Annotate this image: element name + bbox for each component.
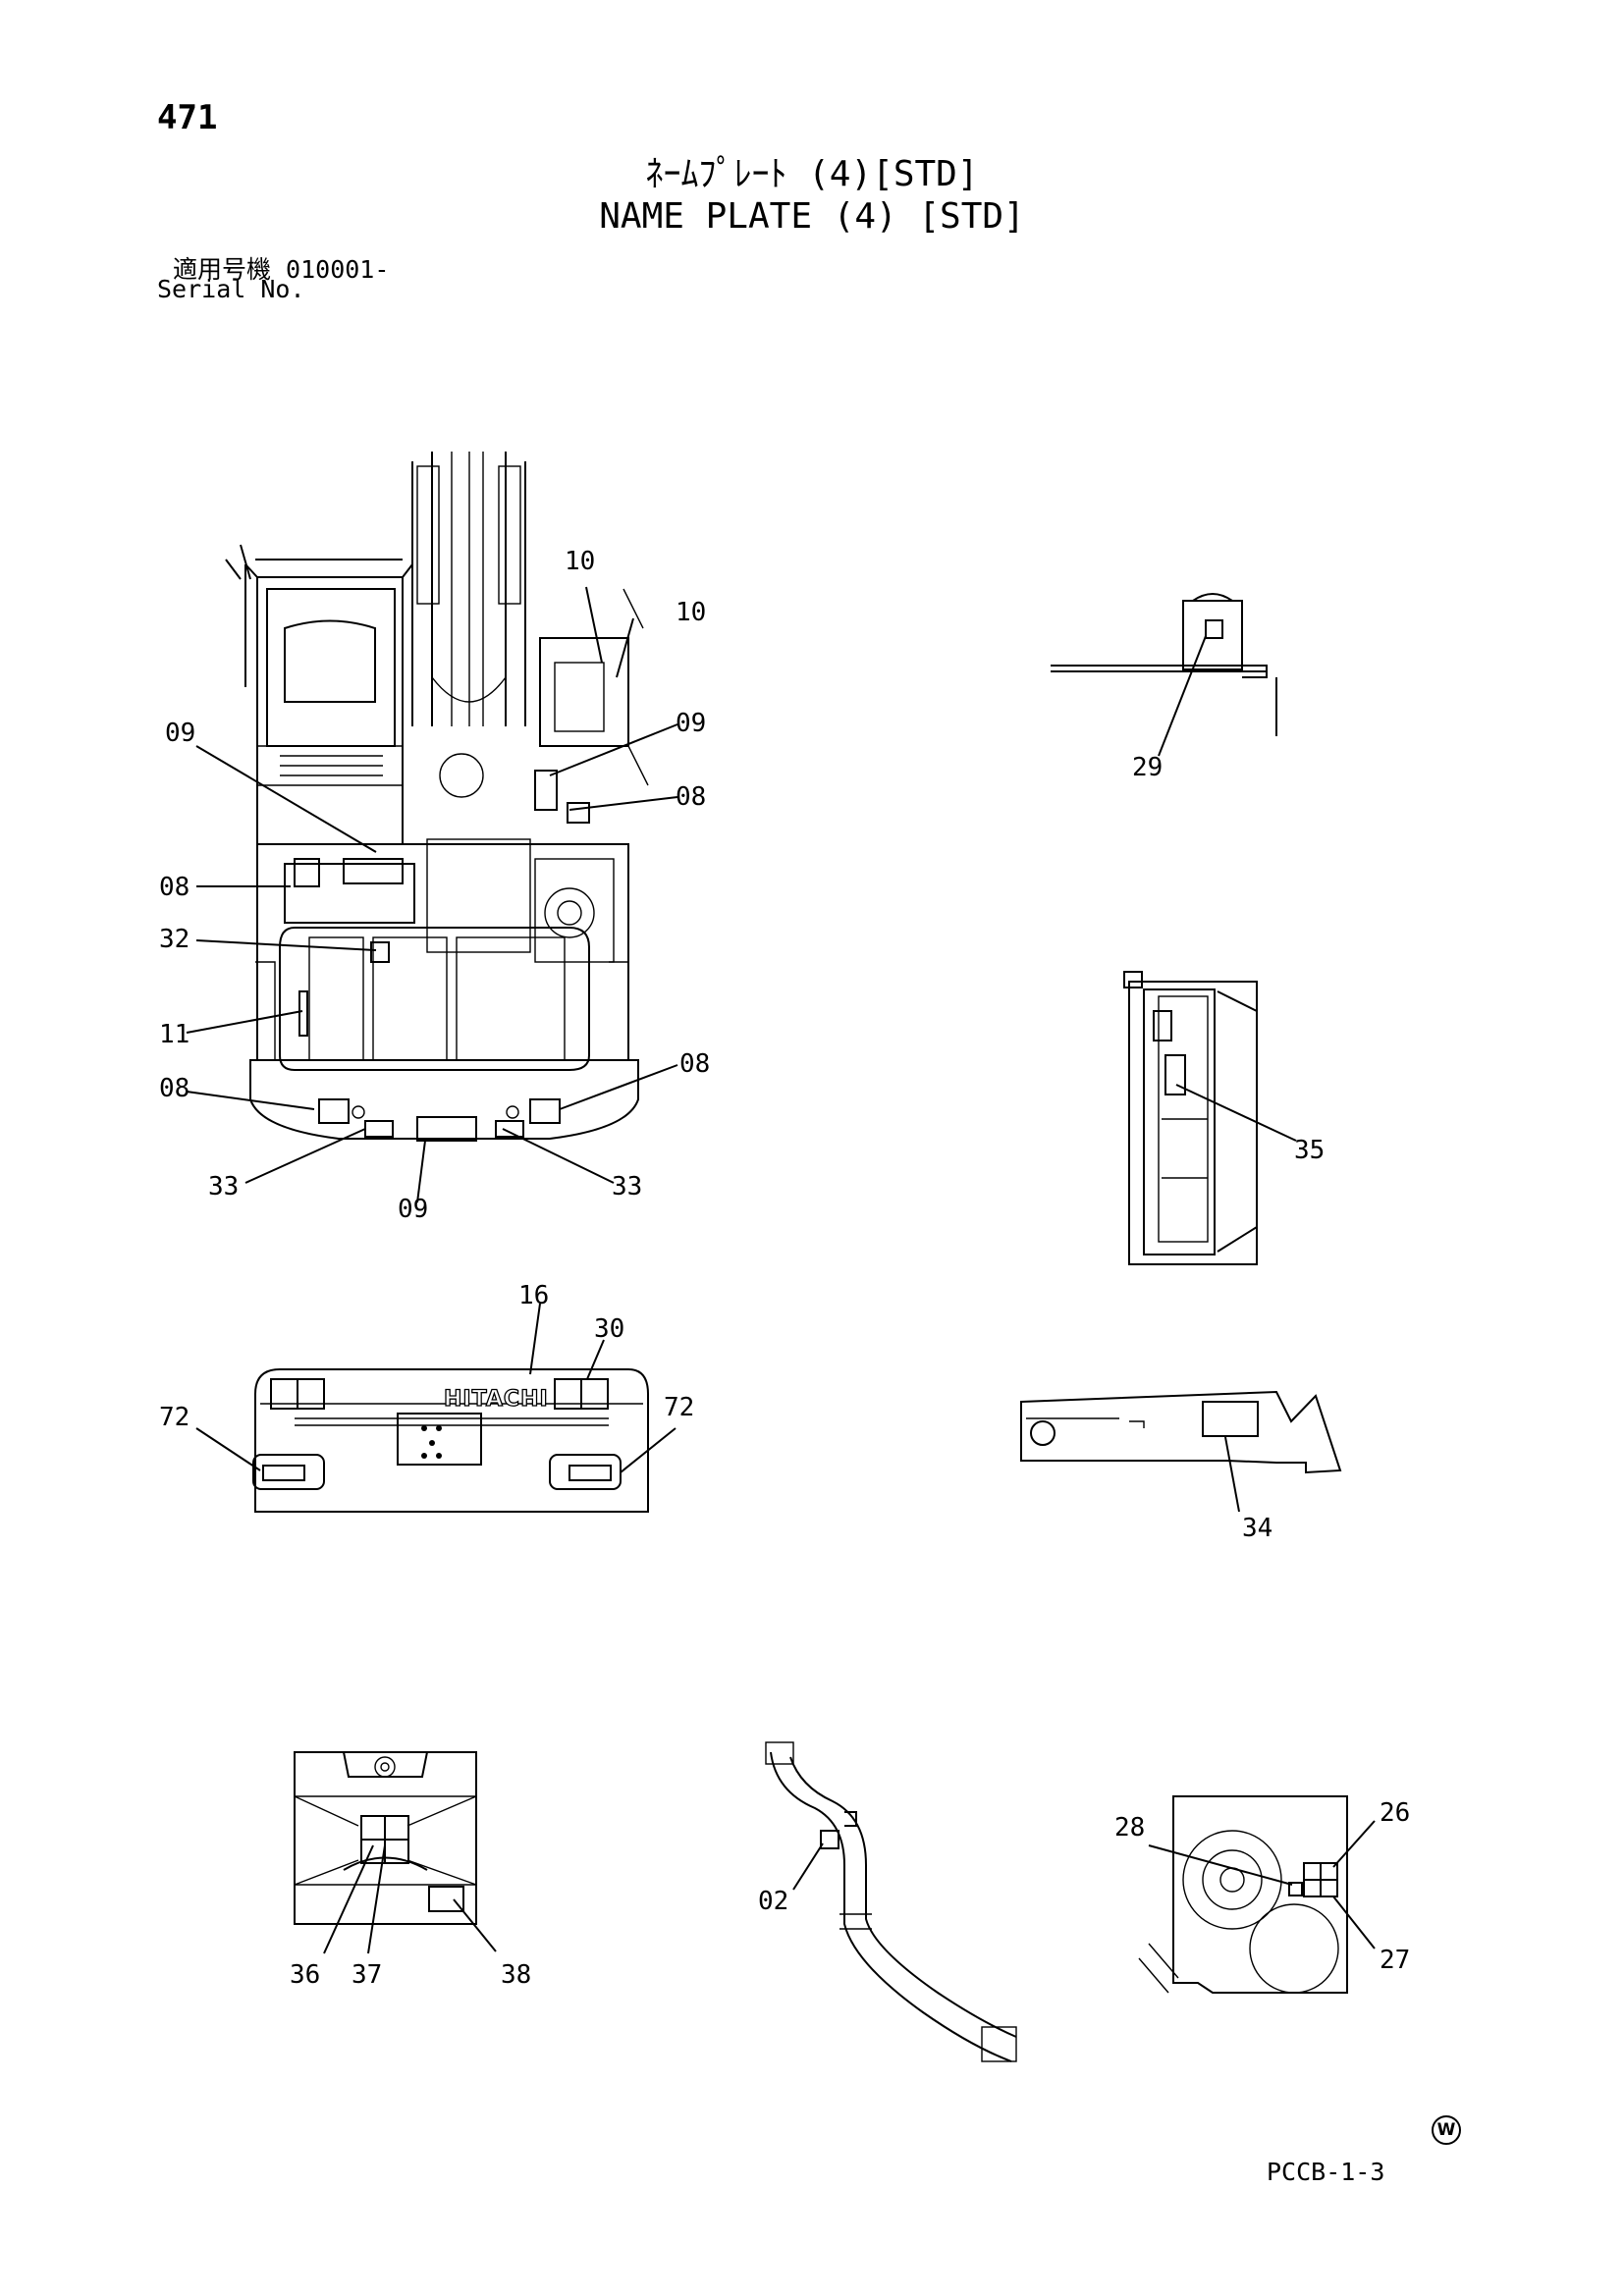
callout-09-right: 09	[676, 709, 706, 738]
callout-08-bottom-left: 08	[159, 1074, 189, 1103]
page-number: 471	[157, 98, 218, 137]
callout-72-right: 72	[664, 1393, 694, 1422]
callout-09-bottom: 09	[398, 1195, 428, 1224]
frame-bottom-view: 36 37 38	[290, 1751, 531, 1990]
callout-35: 35	[1294, 1136, 1325, 1165]
serial-label-japanese: 適用号機 010001-	[173, 255, 390, 284]
callout-30: 30	[594, 1314, 624, 1344]
side-cover-view: 35	[1123, 971, 1325, 1265]
title-japanese: ﾈｰﾑﾌﾟﾚｰﾄ (4)[STD]	[645, 154, 979, 194]
callout-16: 16	[518, 1281, 549, 1310]
callout-38: 38	[501, 1960, 531, 1990]
hitachi-logo: HITACHI	[444, 1387, 549, 1412]
serial-label-english: Serial No.	[157, 275, 305, 303]
callout-11: 11	[159, 1020, 189, 1049]
upper-structure-view: 10 10 09 09 08 08 32 11 08 08 33 09 33	[159, 452, 710, 1224]
engine-flywheel-view: 26 27 28	[1114, 1795, 1410, 1994]
callout-36: 36	[290, 1960, 320, 1990]
callout-34: 34	[1242, 1514, 1272, 1543]
hose-view: 02	[758, 1741, 1017, 2062]
callout-32: 32	[159, 925, 189, 954]
callout-08-top-right: 08	[676, 782, 706, 812]
callout-33-right: 33	[612, 1172, 642, 1201]
callout-10-b: 10	[676, 598, 706, 627]
callout-37: 37	[352, 1960, 382, 1990]
callout-26: 26	[1380, 1798, 1410, 1828]
fuel-tank-detail-view: 29	[1051, 593, 1277, 782]
callout-08-left: 08	[159, 873, 189, 902]
w-mark-icon: W	[1432, 2115, 1461, 2145]
callout-10-a: 10	[565, 547, 595, 576]
callout-29: 29	[1132, 753, 1163, 782]
callout-33-left: 33	[208, 1172, 239, 1201]
title-english: NAME PLATE (4) [STD]	[599, 196, 1025, 237]
callout-08-bottom-right: 08	[679, 1049, 710, 1079]
callout-09-left: 09	[165, 719, 195, 748]
counterweight-rear-view: HITACHI 16 30 72 72	[159, 1281, 694, 1513]
callout-72-left: 72	[159, 1403, 189, 1432]
callout-27: 27	[1380, 1946, 1410, 1975]
callout-02: 02	[758, 1887, 788, 1916]
document-code: PCCB-1-3	[1267, 2158, 1385, 2186]
callout-28: 28	[1114, 1813, 1145, 1842]
bracket-view: 34	[1020, 1390, 1342, 1543]
